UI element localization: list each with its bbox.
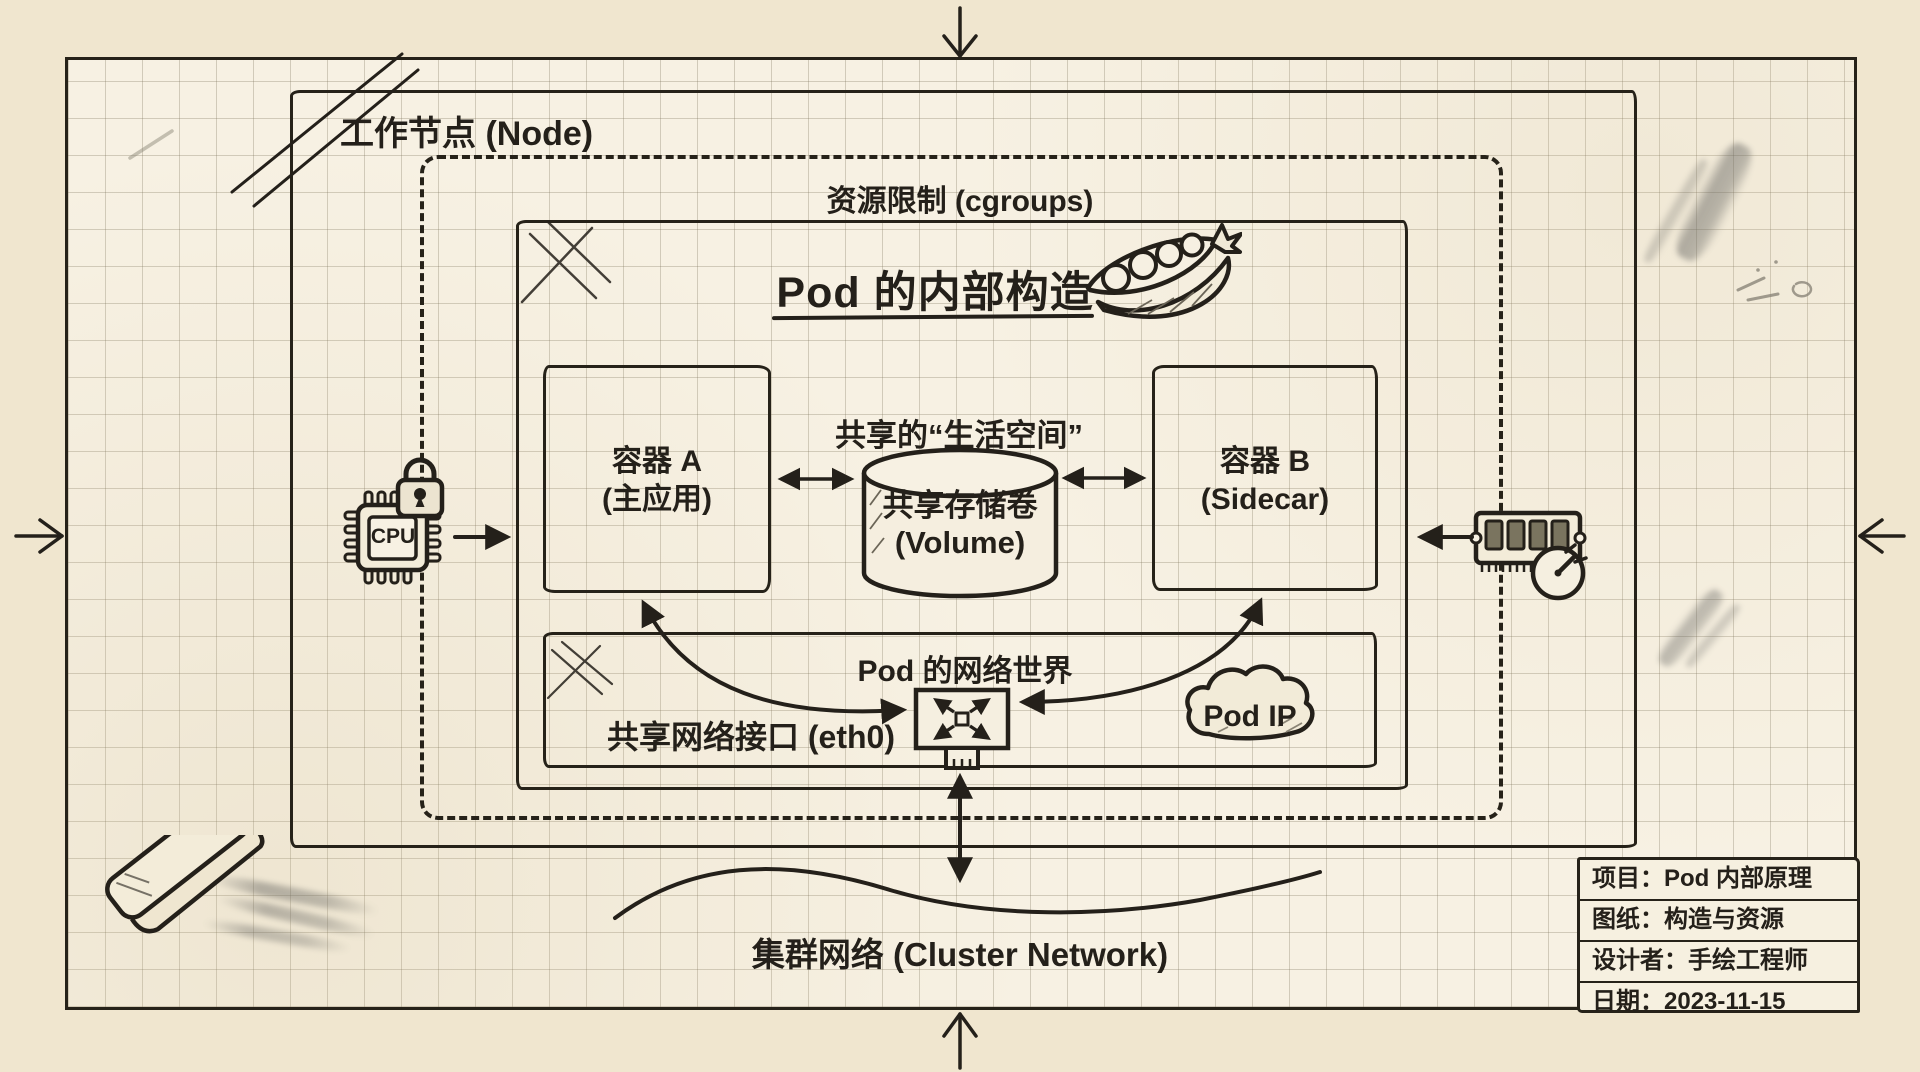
title-block-label: 设计者： [1592,947,1688,974]
title-block-row-project: 项目：Pod 内部原理 [1580,860,1857,899]
container-a-name: 容器 A [612,445,702,478]
title-block-value: 2023-11-15 [1664,988,1786,1015]
container-b-label: 容器 B (Sidecar) [1152,443,1378,519]
cpu-chip-lock-icon [343,457,445,585]
network-interface-icon [913,687,1011,770]
pea-pod-icon [1085,223,1242,319]
arrow-b-eth0 [1018,597,1264,715]
shared-space-label: 共享的“生活空间” [835,418,1083,453]
volume-name: 共享存储卷 [882,488,1038,523]
eth0-label: 共享网络接口 (eth0) [606,719,895,755]
cluster-network-label: 集群网络 (Cluster Network) [751,936,1169,973]
corner-slash-mark [230,52,420,208]
arrow-a-eth0 [641,599,908,725]
node-label: 工作节点 (Node) [340,115,594,153]
cgroups-label: 资源限制 (cgroups) [826,185,1094,218]
eraser-icon [105,835,265,934]
title-block-label: 项目： [1592,865,1664,892]
title-block-row-date: 日期：2023-11-15 [1580,981,1857,1022]
container-a-box [543,365,771,593]
title-block-label: 图纸： [1592,906,1664,933]
bottom-center-mark [942,1012,978,1070]
top-center-mark [942,6,978,58]
right-center-mark [1858,518,1906,554]
left-center-mark [14,518,64,554]
title-block-row-designer: 设计者：手绘工程师 [1580,940,1857,981]
container-a-label: 容器 A (主应用) [543,443,771,519]
volume-cylinder-icon [861,447,1059,599]
volume-type: (Volume) [894,525,1026,560]
container-b-name: 容器 B [1220,445,1310,478]
ram-gauge-icon [1469,510,1588,601]
pod-title: Pod 的内部构造 [776,269,1094,317]
x-sketch-network [546,640,614,700]
container-a-role: (主应用) [602,483,712,516]
cpu-label: CPU [370,525,416,548]
title-block-label: 日期： [1592,988,1664,1015]
pencil-scratch-marks [128,129,1813,302]
title-block-value: Pod 内部原理 [1664,865,1812,892]
volume-label: 共享存储卷 (Volume) [866,487,1054,561]
container-b-box [1152,365,1378,591]
cluster-network-wave [613,867,1322,920]
title-block: 项目：Pod 内部原理 图纸：构造与资源 设计者：手绘工程师 日期：2023-1… [1577,857,1860,1015]
title-block-value: 手绘工程师 [1688,947,1808,974]
container-b-role: (Sidecar) [1200,483,1330,516]
title-block-row-sheet: 图纸：构造与资源 [1580,899,1857,940]
x-sketch-pod [520,220,612,304]
title-block-value: 构造与资源 [1664,906,1784,933]
